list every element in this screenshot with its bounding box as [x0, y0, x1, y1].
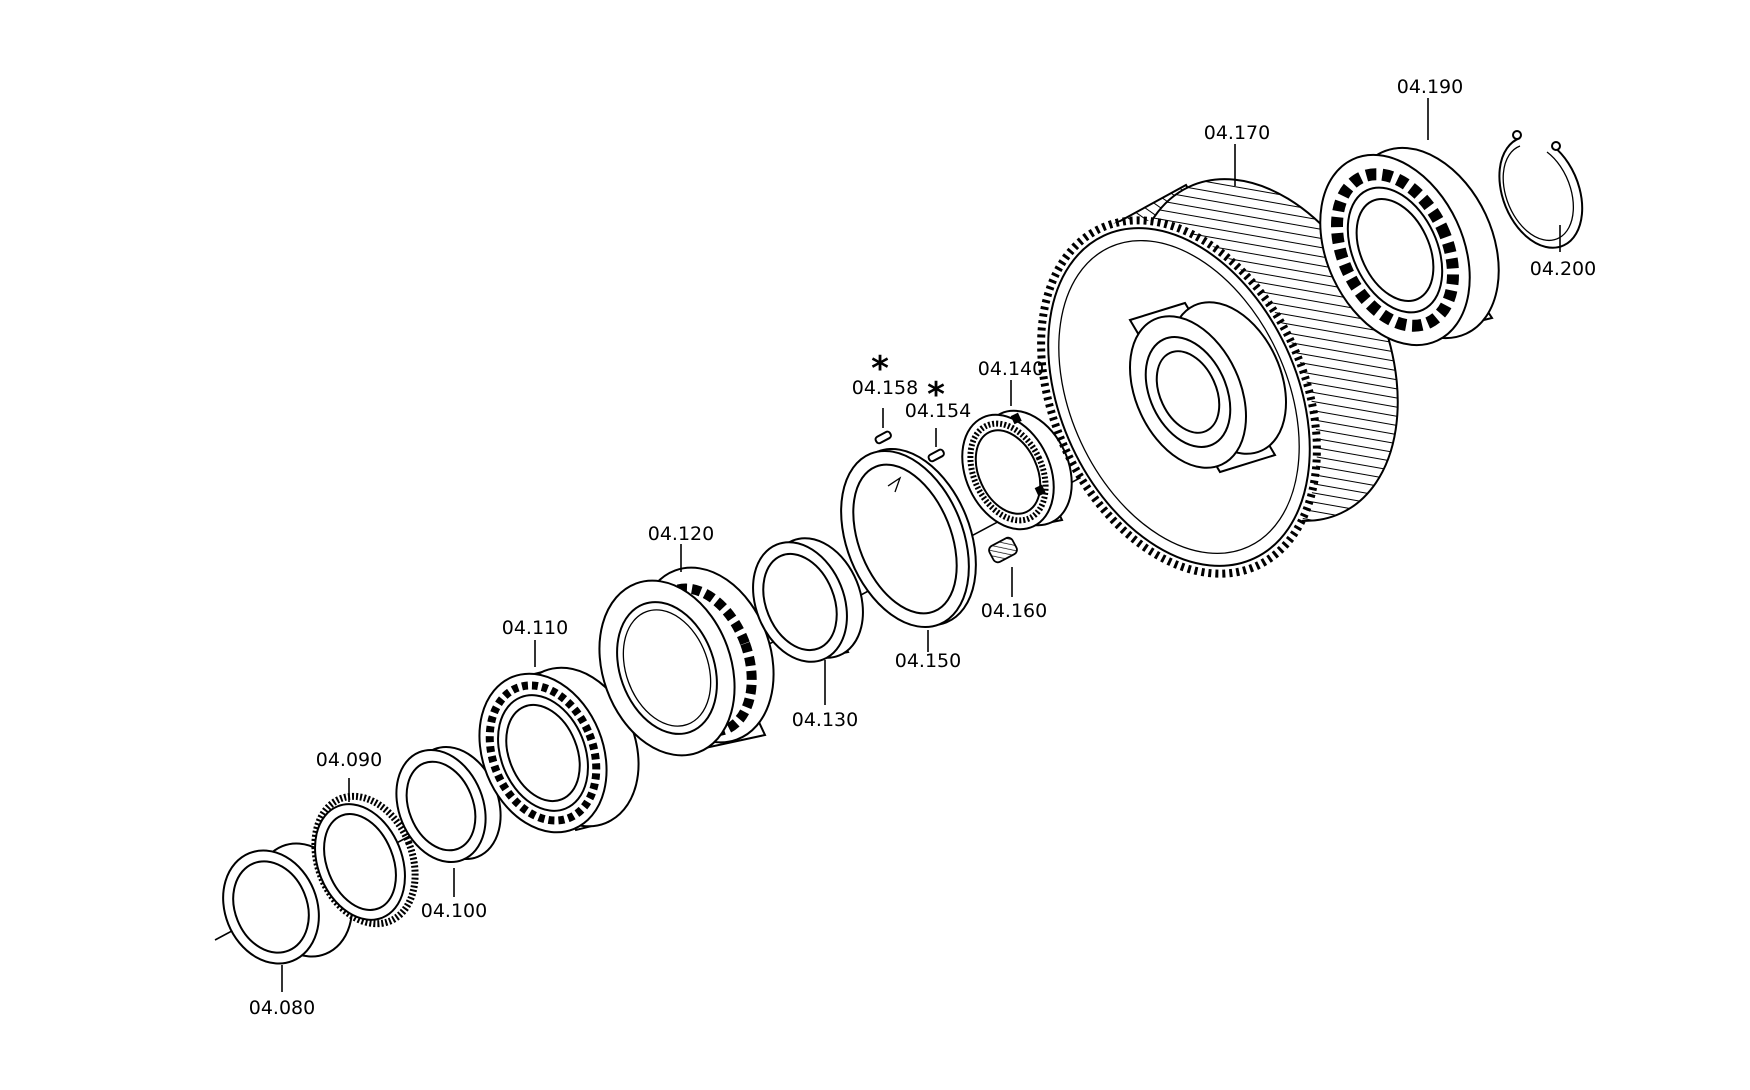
- label-04-150[interactable]: 04.150: [895, 650, 961, 672]
- part-04-110-roller-bearing[interactable]: [457, 648, 662, 851]
- part-labels: 04.080 04.090 04.100 04.110 04.120 04.13…: [249, 76, 1596, 1019]
- part-04-150-thrust-washer[interactable]: [817, 430, 1000, 646]
- part-04-090-toothed-ring[interactable]: [297, 781, 434, 939]
- asterisk-04-154: *: [927, 375, 945, 415]
- label-04-110[interactable]: 04.110: [502, 617, 568, 639]
- label-04-170[interactable]: 04.170: [1204, 122, 1270, 144]
- label-04-130[interactable]: 04.130: [792, 709, 858, 731]
- part-04-140-synchronizer-ring[interactable]: [945, 396, 1090, 544]
- part-04-190-ball-bearing[interactable]: [1291, 124, 1528, 370]
- label-04-140[interactable]: 04.140: [978, 358, 1044, 380]
- part-04-100-spacer-ring[interactable]: [380, 733, 516, 875]
- label-04-120[interactable]: 04.120: [648, 523, 714, 545]
- label-04-080[interactable]: 04.080: [249, 997, 315, 1019]
- label-04-090[interactable]: 04.090: [316, 749, 382, 771]
- part-04-200-circlip[interactable]: [1498, 130, 1584, 249]
- label-04-160[interactable]: 04.160: [981, 600, 1047, 622]
- leader-lines: [281, 98, 1561, 992]
- label-04-158[interactable]: 04.158: [852, 377, 918, 399]
- label-04-200[interactable]: 04.200: [1530, 258, 1596, 280]
- part-04-154-pin[interactable]: [927, 448, 945, 463]
- label-04-190[interactable]: 04.190: [1397, 76, 1463, 98]
- part-04-130-spacer-ring[interactable]: [736, 524, 880, 676]
- asterisk-04-158: *: [871, 349, 889, 389]
- part-04-158-pin[interactable]: [874, 430, 892, 445]
- part-04-120-tapered-roller-bearing[interactable]: [576, 549, 797, 775]
- label-04-100[interactable]: 04.100: [421, 900, 487, 922]
- label-04-154[interactable]: 04.154: [905, 400, 971, 422]
- part-04-160-spring[interactable]: [987, 536, 1018, 564]
